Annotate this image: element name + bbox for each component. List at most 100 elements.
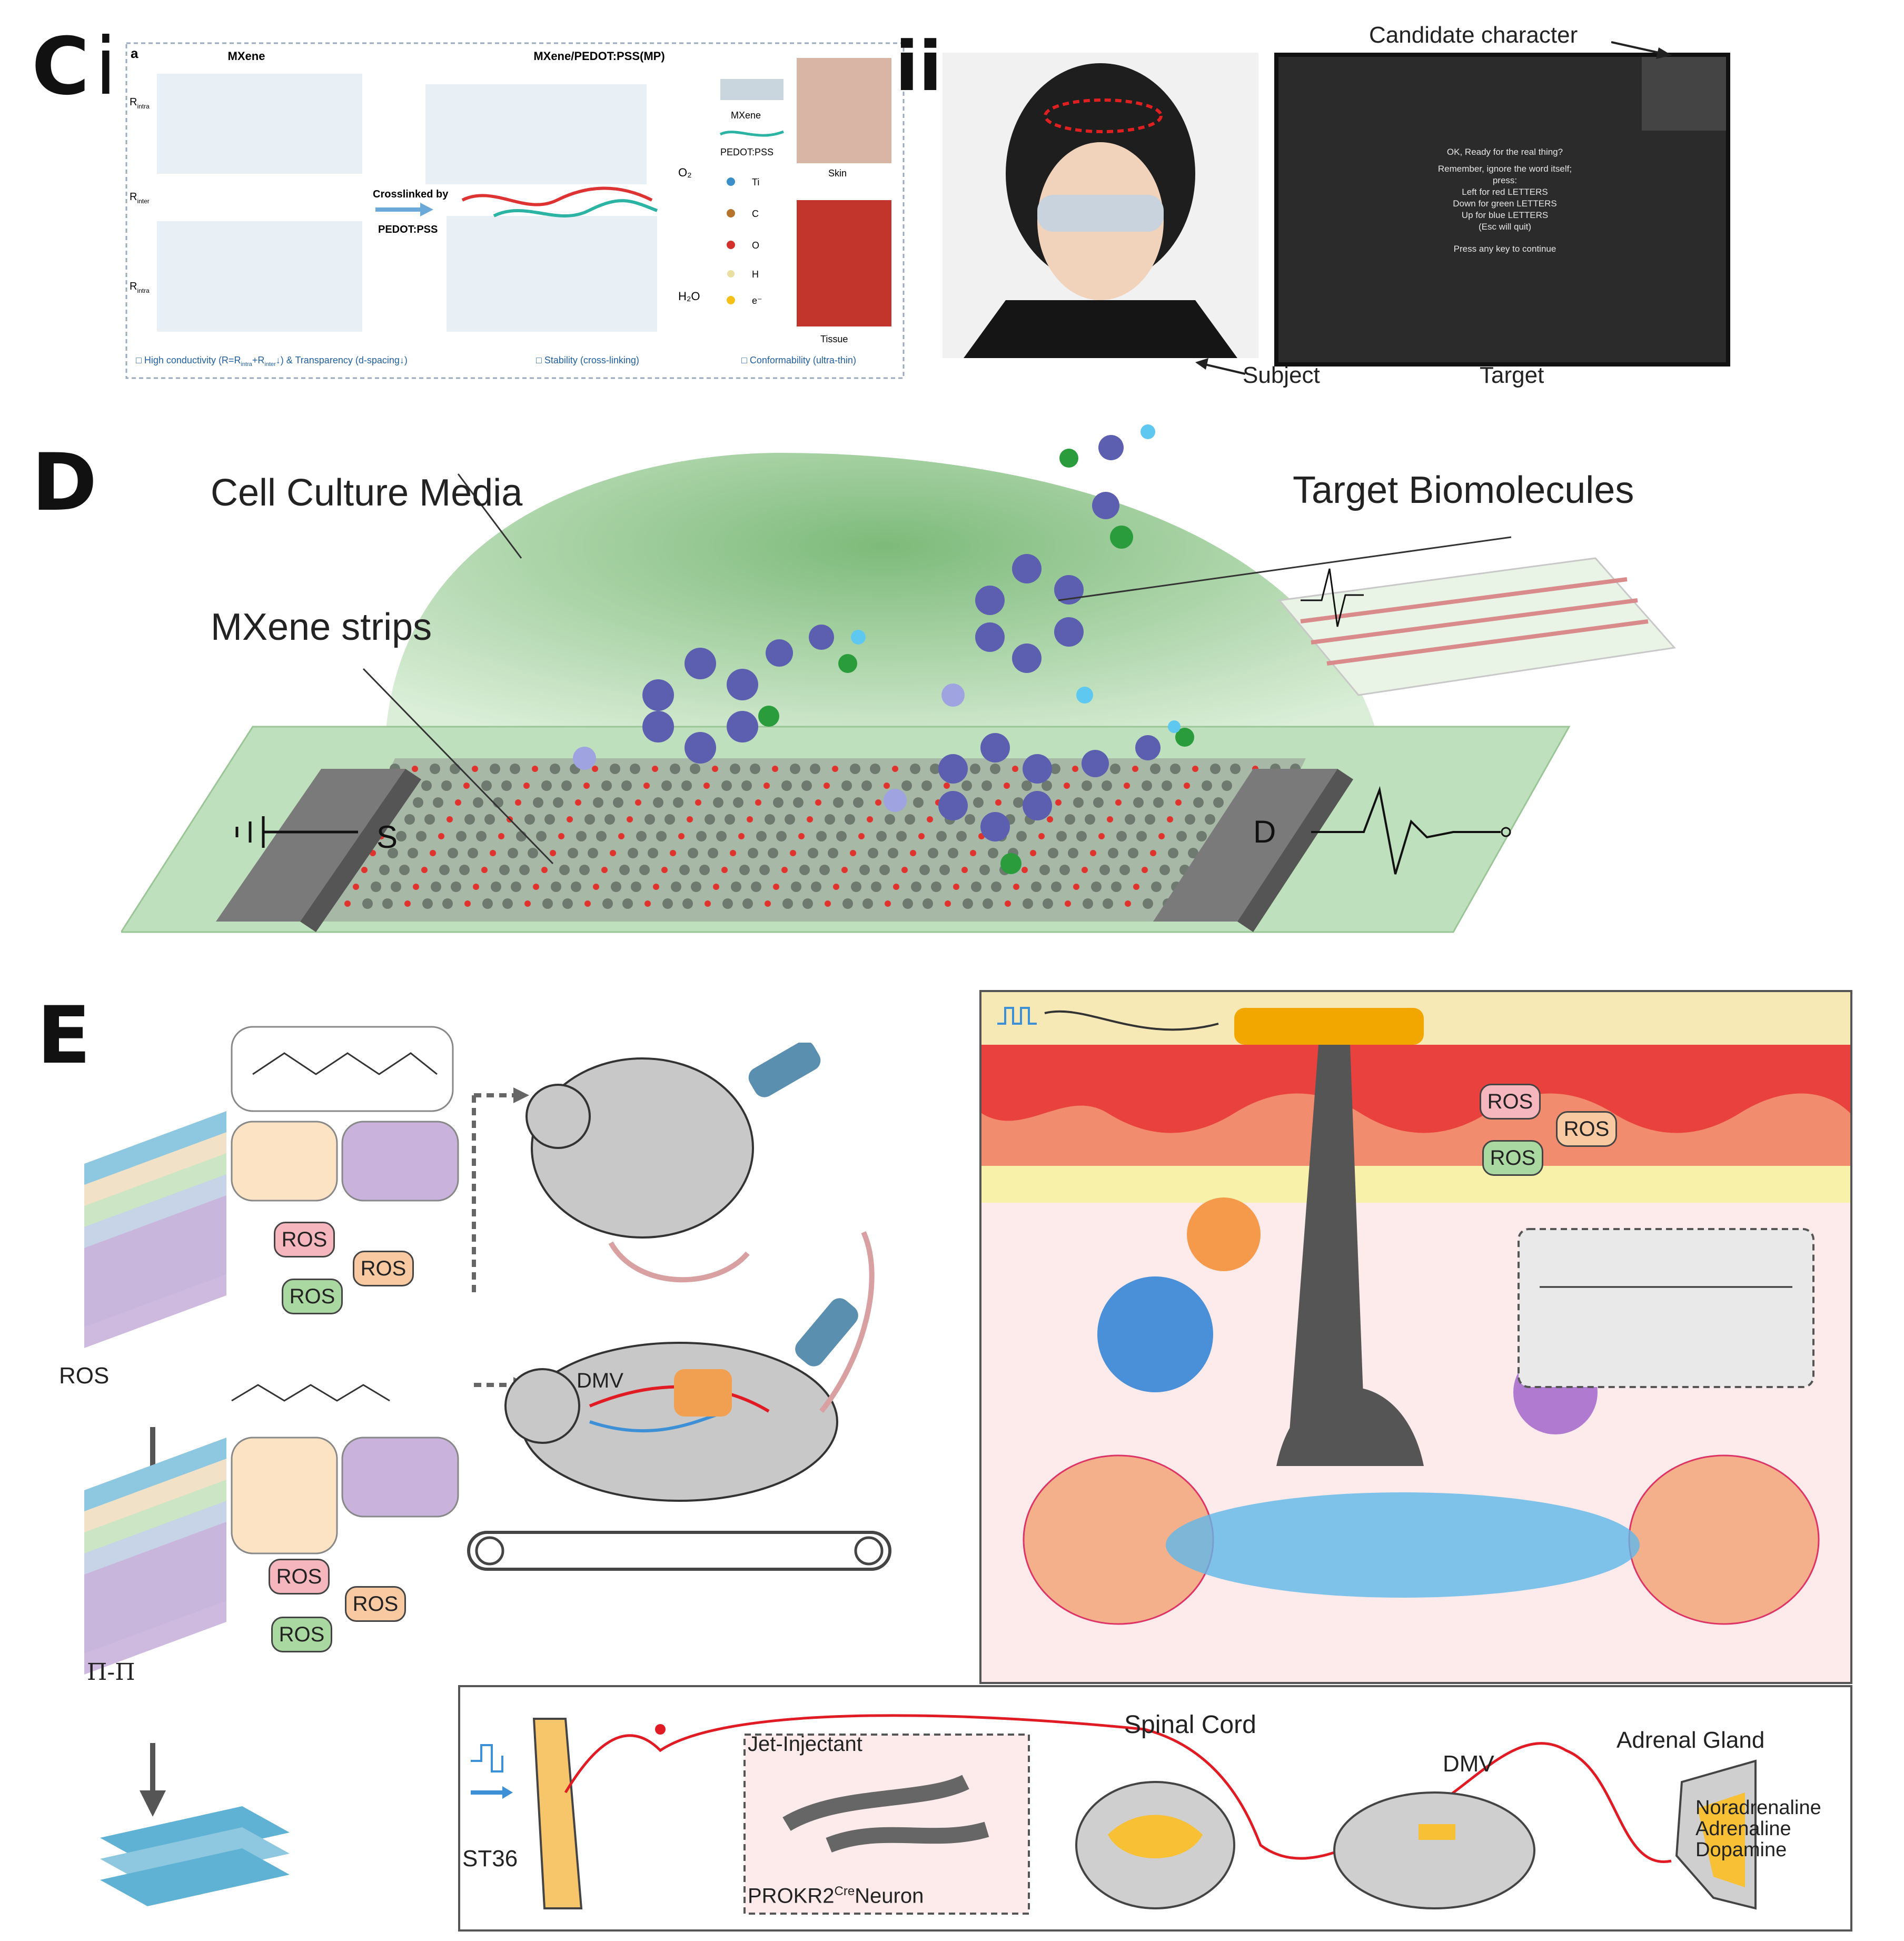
mxene-atom	[1115, 799, 1122, 806]
mxene-atom	[481, 780, 492, 791]
mxene-atom	[696, 831, 707, 841]
drain-electrode	[1153, 769, 1337, 922]
leg-outline	[532, 1718, 583, 1909]
mxene-atom	[344, 900, 351, 907]
mxene-atom	[1107, 816, 1113, 823]
mxene-atom	[793, 797, 804, 808]
mxene-atom	[811, 882, 821, 892]
mxene-atom	[1082, 867, 1088, 873]
mxene-atom	[491, 882, 501, 892]
mxene-atom	[851, 882, 861, 892]
mxene-atom	[553, 797, 563, 808]
mxene-atom	[708, 848, 718, 858]
ground-symbol	[235, 816, 358, 848]
screen-text: OK, Ready for the real thing? Remember, …	[1437, 147, 1572, 254]
mxene-atom	[870, 764, 880, 774]
drain-label: D	[1253, 814, 1276, 849]
mxene-atom	[439, 865, 450, 875]
mxene-atom	[430, 850, 436, 856]
mxene-atom	[661, 867, 668, 873]
mxene-atom	[476, 831, 487, 841]
mxene-atom	[568, 848, 578, 858]
mxene-atom	[721, 867, 728, 873]
mxene-atom	[913, 797, 924, 808]
monitor-screen: OK, Ready for the real thing? Remember, …	[1274, 53, 1730, 367]
mxene-atom	[816, 831, 827, 841]
dopamine-label: Dopamine	[1695, 1839, 1787, 1861]
mxene-atom	[871, 882, 881, 892]
mxene-atom	[1158, 833, 1165, 839]
mxene-atom	[901, 867, 908, 873]
mxene-atom	[832, 766, 838, 772]
ros-badge-4: ROS	[269, 1559, 330, 1595]
panel-c-letter: C	[32, 21, 90, 113]
mxene-atom	[473, 884, 479, 890]
mxene-atom	[644, 900, 651, 907]
mxene-atom	[1176, 831, 1187, 841]
st36-label: ST36	[462, 1846, 518, 1871]
mxene-atom	[455, 799, 461, 806]
mxene-atom	[656, 831, 667, 841]
noradrenaline-label: Noradrenaline	[1695, 1797, 1821, 1819]
mxene-atom	[703, 783, 710, 789]
mxene-atom	[936, 831, 947, 841]
mxene-atom	[601, 780, 612, 791]
mxene-atom	[1188, 848, 1198, 858]
mxene-fet-illustration: S D	[121, 424, 1676, 933]
bullet-conformability: □ Conformability (ultra-thin)	[741, 355, 856, 365]
mxene-atom	[1168, 848, 1178, 858]
tissue-cross-section	[979, 990, 1852, 1684]
mxene-atom	[751, 882, 761, 892]
mxene-atom	[790, 764, 800, 774]
mxene-atom	[828, 848, 838, 858]
mxene-atom	[1098, 833, 1105, 839]
mxene-atom	[1083, 898, 1093, 909]
mxene-atom	[1065, 814, 1075, 825]
mxene-atom	[671, 882, 681, 892]
mxene-atom	[961, 867, 968, 873]
mxene-atom	[544, 814, 555, 825]
mxene-atom	[1056, 831, 1067, 841]
mxene-atom	[442, 898, 453, 909]
mxene-atom	[422, 898, 433, 909]
mxene-atom	[858, 833, 865, 839]
ros-badge-6: ROS	[271, 1617, 332, 1652]
mxene-atom	[1210, 764, 1221, 774]
mxene-atom	[662, 898, 673, 909]
adrenal-gland-label: Adrenal Gland	[1617, 1727, 1765, 1753]
mxene-atom	[421, 780, 432, 791]
mxene-atom	[896, 831, 907, 841]
ros-badge-2: ROS	[353, 1251, 414, 1286]
mxene-atom	[921, 780, 932, 791]
mxene-atom	[861, 780, 872, 791]
mxene-atom	[652, 766, 658, 772]
mxene-atom	[721, 780, 732, 791]
mxene-atom	[825, 814, 835, 825]
mxene-atom	[1159, 865, 1170, 875]
target-molecule-left	[573, 625, 866, 770]
mxene-atom	[562, 898, 573, 909]
mxene-atom	[413, 884, 419, 890]
mxene-atom	[850, 850, 856, 856]
mxene-atom	[956, 831, 967, 841]
mxene-atom	[730, 764, 740, 774]
mxene-atom	[884, 783, 890, 789]
mxene-atom	[1051, 882, 1062, 892]
mxene-atom	[621, 780, 632, 791]
pedot-mxene-chemistry	[84, 1026, 459, 1906]
mxene-atom	[472, 766, 478, 772]
electrode-pad	[1234, 1008, 1424, 1045]
mxene-atom	[404, 900, 411, 907]
mxene-atom	[1030, 850, 1036, 856]
mxene-atom	[1022, 780, 1032, 791]
mxene-atom	[1022, 867, 1028, 873]
mxene-atom	[481, 867, 488, 873]
mxene-atom	[648, 848, 658, 858]
mxene-atom	[679, 865, 690, 875]
mxene-atom	[635, 799, 641, 806]
mxene-atom	[747, 816, 753, 823]
mxene-atom	[438, 833, 444, 839]
neuron-axon	[1287, 1045, 1366, 1466]
title-mxene: MXene	[228, 49, 265, 63]
mxene-atom	[584, 814, 595, 825]
